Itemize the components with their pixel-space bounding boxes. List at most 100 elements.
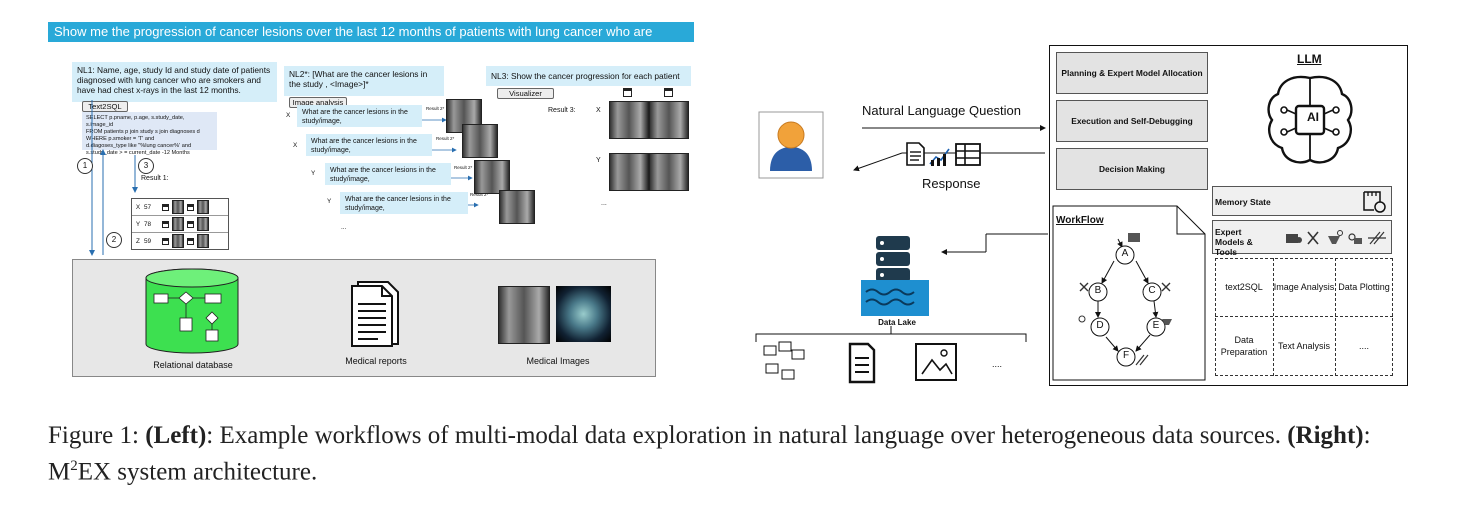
memory-state-box [1212,186,1392,216]
workflow-node-d: D [1096,320,1104,331]
planning-module: Planning & Expert Model Allocation [1056,52,1208,94]
xray-image [649,153,689,191]
expert-models-box [1212,220,1392,254]
system-frame [1049,45,1408,386]
result2-label: Result 2* [470,192,489,197]
data-lake-icon [861,233,1048,316]
xray-image [609,101,649,139]
user-avatar-icon [758,111,824,179]
grid-divider [1215,316,1393,317]
table-row: Z 59 [132,233,228,249]
result2-label: Result 2* [454,165,473,170]
database-icon [145,268,239,354]
memory-state-label: Memory State [1215,197,1271,207]
response-icons [906,142,981,166]
xray-thumb [172,217,184,231]
result2-label: Result 2* [426,106,445,111]
calendar-icon [187,220,194,228]
expert-tool-icons [1286,230,1386,245]
xray-image [462,124,498,158]
row-val: 78 [144,220,152,228]
nl1-box: NL1: Name, age, study Id and study date … [72,62,277,102]
xray-thumb [197,217,209,231]
caption-right-bold: (Right) [1287,422,1364,449]
xray-image [499,190,535,224]
result3-row-id: X [596,107,601,114]
query-banner: Show me the progression of cancer lesion… [48,22,694,59]
grid-divider [1335,258,1336,376]
caption-left-bold: (Left) [145,422,207,449]
workflow-node-e: E [1152,320,1160,331]
sql-line: s.study_date > = current_date -12 Months [86,150,190,156]
lake-ellipsis: .... [992,359,1003,369]
document-icon [351,281,399,347]
execution-module: Execution and Self-Debugging [1056,100,1208,142]
row-id: Z [136,237,140,245]
decision-module: Decision Making [1056,148,1208,190]
calendar-icon [187,203,194,211]
row-val: 57 [144,203,152,211]
calendar-icon [664,88,673,97]
xray-thumb [172,200,184,214]
tool-cell: Data Preparation [1220,335,1268,357]
workflow-title: WorkFlow [1056,215,1104,226]
nl2-question: What are the cancer lesions in the study… [340,192,468,214]
table-row: X 57 [132,199,228,216]
chest-xray-image [498,286,550,344]
xray-thumb [172,234,184,248]
result3-row-id: Y [596,157,601,164]
text2sql-chip: Text2SQL [82,101,128,112]
visualizer-chip: Visualizer [497,88,554,99]
xray-image [649,101,689,139]
sql-line: SELECT p.pname, p.age, s.study_date, s.i… [86,115,185,128]
nl2-row-id: Y [311,170,316,177]
result2-label: Result 2* [436,136,455,141]
caption-superscript: 2 [70,458,78,474]
nl2-row-id: X [286,112,291,119]
medical-images-label: Medical Images [526,356,590,366]
brain-mri-image [556,286,611,342]
row-id: X [135,203,141,211]
workflow-node-f: F [1122,350,1130,361]
workflow-node-c: C [1148,285,1156,296]
result3-ellipsis: ... [601,200,607,207]
step-2-marker: 2 [106,232,122,248]
data-lake-sources [755,326,1027,384]
relational-database-label: Relational database [153,360,233,370]
calendar-icon [162,220,169,228]
result2-arrows [422,117,479,208]
nl2-box: NL2*: [What are the cancer lesions in th… [284,66,444,96]
xray-image [609,153,649,191]
response-label: Response [922,176,981,191]
data-lake-label: Data Lake [878,318,916,327]
tool-cell: Image Analysis [1273,282,1335,292]
nl2-question-text: What are the cancer lesions in the study… [330,167,436,183]
nl2-question: What are the cancer lesions in the study… [306,134,432,156]
calendar-icon [162,237,169,245]
grid-divider [1273,258,1274,376]
nl2-row-id: X [293,142,298,149]
sql-line: WHERE p.smoker = 'T' and [86,136,155,142]
result1-label: Result 1: [141,175,169,182]
nl2-question: What are the cancer lesions in the study… [325,163,451,185]
nl2-question-text: What are the cancer lesions in the study… [345,196,451,212]
row-val: 59 [144,237,152,245]
sql-line: d.diagoses_type like "%lung cancer%' and [86,143,192,149]
nl2-text: NL2*: [What are the cancer lesions in th… [289,69,428,89]
caption-right-text: : M [48,422,1371,486]
workflow-document [1052,205,1206,381]
calendar-icon [187,237,194,245]
result3-label: Result 3: [548,107,576,114]
nl2-row-id: Y [327,198,332,205]
sql-line: FROM patients p join study s join diagno… [86,129,200,135]
tools-grid [1215,258,1393,376]
table-row: Y 78 [132,216,228,233]
nl2-question-text: What are the cancer lesions in the study… [302,109,408,125]
brain-ai-icon [1267,75,1353,164]
row-id: Y [135,220,141,228]
step-3-marker: 3 [138,158,154,174]
caption-left-text: : Example workflows of multi-modal data … [206,422,1281,449]
caption-fig: Figure 1: [48,422,139,449]
expert-models-label: Expert Models & Tools [1215,227,1253,257]
tool-cell: text2SQL [1225,282,1263,292]
